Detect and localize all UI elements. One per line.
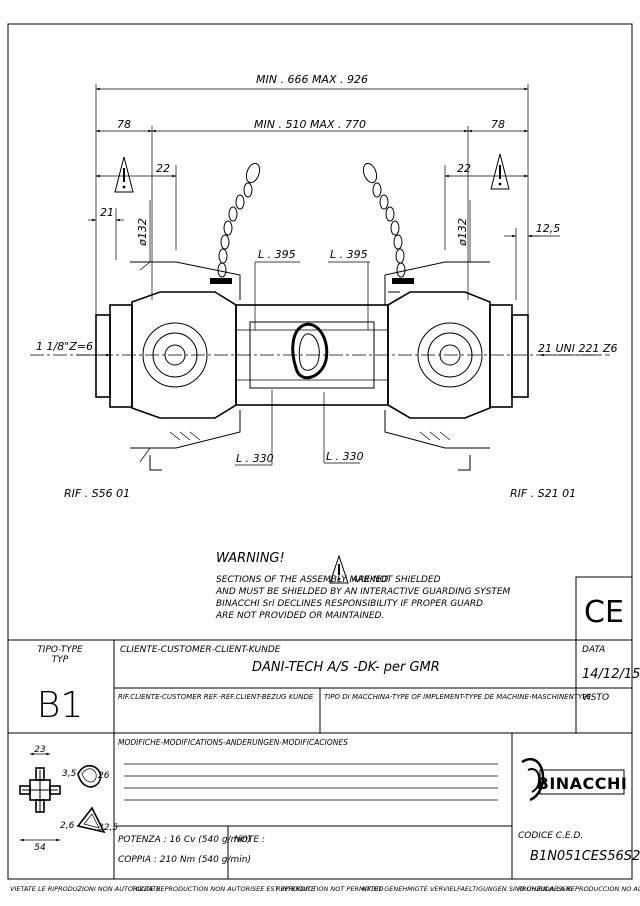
dim-right-dia: ø132 [456,218,469,247]
profile-dim-54: 54 [34,843,46,853]
tube-lower-right-length: L . 330 [326,450,364,463]
dim-tube: MIN . 510 MAX . 770 [254,118,366,131]
dim-left-22: 22 [156,162,170,175]
profile-dim-23: 23 [34,745,46,755]
dim-right-125: 12,5 [536,222,561,235]
profile-dim-35: 3,5 [62,769,77,779]
dim-left-dia: ø132 [136,218,149,247]
brand-name: BINACCHI [537,774,628,793]
footer-fr: TOUTE REPRODUCTION NON AUTORISEE EST INT… [132,885,316,893]
customer-value: DANI-TECH A/S -DK- per GMR [252,660,440,675]
modifications-label: MODIFICHE-MODIFICATIONS-ANDERUNGEN-MODIF… [118,738,348,747]
code-value: B1N051CES56S21 [530,849,640,864]
visto-label: VISTO [582,693,609,703]
tube-lower-left-length: L . 330 [236,452,274,465]
profile-dim-325: 32,5 [98,823,118,833]
footer-de: NICHT GENEHMIGTE VERVIELFAELTIGUNGEN SIN… [362,885,573,893]
dimension-lines [30,84,610,357]
tube-upper-right-length: L . 395 [330,248,368,261]
driveshaft-drawing [95,261,529,471]
right-reference: RIF . S21 01 [510,487,576,500]
left-profile-label: 1 1/8"Z=6 [36,340,93,353]
footer-en: REPRODUCTION NOT PERMITTED [276,885,384,893]
footer-it: VIETATE LE RIPRODUZIONI NON AUTORIZZATE [10,885,161,893]
dim-right-yoke: 78 [491,118,505,131]
date-value: 14/12/15 [582,667,640,682]
type-value: B1 [37,685,83,726]
customer-label: CLIENTE-CUSTOMER-CLIENT-KUNDE [120,645,281,655]
dim-overall: MIN . 666 MAX . 926 [256,73,368,86]
warning-triangle-icon [114,156,134,193]
code-label: CODICE C.E.D. [518,831,583,841]
warning-line-4: ARE NOT PROVIDED OR MAINTAINED. [215,611,384,621]
note-label: NOTE : [234,835,265,845]
warning-line-1b: ARE NOT SHIELDED [351,575,441,585]
warning-triangle-icon [490,153,510,190]
warning-line-3: BINACCHI Srl DECLINES RESPONSIBILITY IF … [216,599,483,609]
dim-left-21: 21 [100,206,114,219]
dim-right-22: 22 [457,162,471,175]
profile-dim-26a: 26 [98,771,110,781]
customer-ref-label: RIF.CLIENTE-CUSTOMER REF.-REF.CLIENT-BEZ… [118,693,314,701]
left-chain [210,162,261,284]
torque-rating: COPPIA : 210 Nm (540 g/min) [118,855,251,865]
footer-es: PROHIBIDA LA REPRODUCCION NO AUTORIZADA [518,885,640,893]
right-chain [362,162,414,284]
type-label-1: TIPO-TYPE [37,645,83,655]
power-rating: POTENZA : 16 Cv (540 g/min) [118,835,251,845]
title-block-grid [8,639,632,879]
ce-mark: CE [584,595,624,630]
dim-left-yoke: 78 [117,118,131,131]
left-reference: RIF . S56 01 [64,487,130,500]
warning-inline-triangle-icon [329,554,349,584]
tube-length-leaders [235,261,370,466]
implement-label: TIPO DI MACCHINA-TYPE OF IMPLEMENT-TYPE … [324,693,592,701]
profile-dim-26b: 2,6 [60,821,75,831]
warning-line-1a: SECTIONS OF THE ASSEMBLY MARKED [216,575,388,585]
binacchi-logo: BINACCHI [521,758,628,802]
warning-line-2: AND MUST BE SHIELDED BY AN INTERACTIVE G… [215,587,511,597]
type-label-2: TYP [52,655,69,665]
date-label: DATA [582,645,605,655]
drawing-frame [7,23,633,880]
tube-upper-left-length: L . 395 [258,248,296,261]
right-profile-label: 21 UNI 221 Z6 [538,342,618,355]
profile-sketches [19,752,106,842]
warning-title: WARNING! [216,551,285,566]
